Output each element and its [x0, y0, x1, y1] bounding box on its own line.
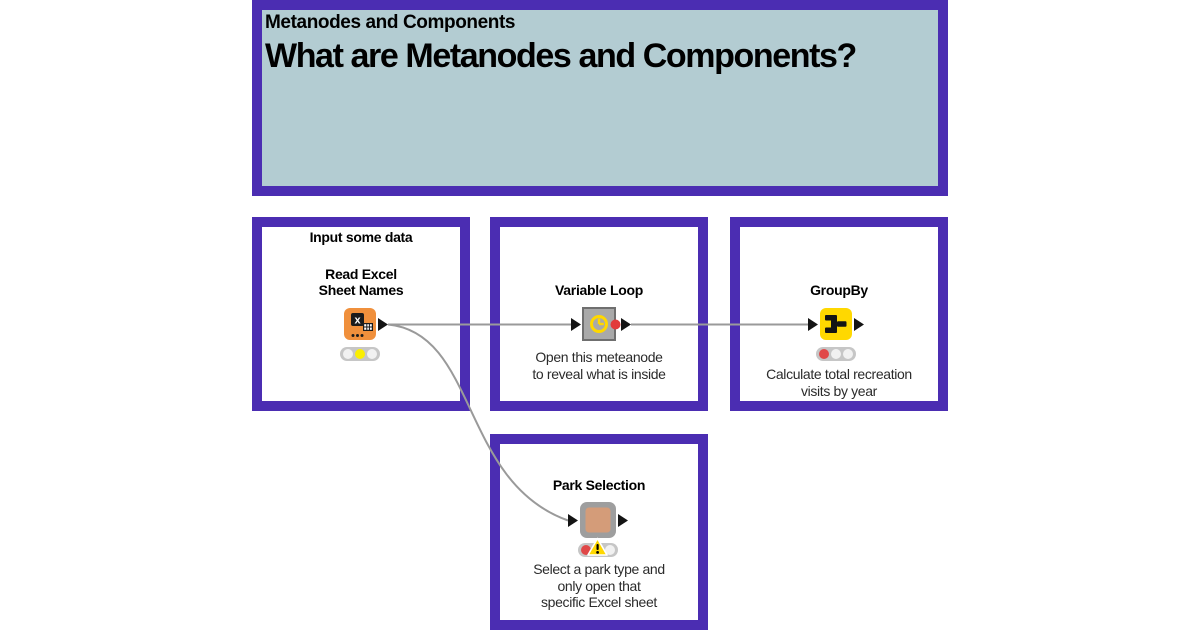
traffic-green-off	[367, 349, 377, 359]
traffic-green-off	[605, 545, 615, 555]
annotation-box-input-data[interactable]: Input some data Read Excel Sheet Names	[252, 217, 470, 411]
warning-icon	[587, 537, 608, 556]
component-icon	[585, 507, 611, 533]
output-port-triangle	[854, 318, 864, 331]
annotation-title-input: Input some data	[309, 229, 413, 245]
variable-loop-metanode[interactable]	[569, 306, 635, 342]
input-port-triangle	[808, 318, 818, 331]
spreadsheet-grid-glyph	[363, 323, 373, 331]
traffic-light-groupby	[816, 347, 856, 361]
traffic-green-off	[843, 349, 853, 359]
input-port-triangle	[568, 514, 578, 527]
caption-groupby: Calculate total recreation visits by yea…	[766, 366, 912, 399]
traffic-light-read-excel	[340, 347, 380, 361]
groupby-node[interactable]	[806, 306, 866, 342]
node-name-groupby: GroupBy	[810, 282, 868, 298]
output-port-triangle	[618, 514, 628, 527]
excel-x-glyph	[351, 313, 364, 326]
output-port-triangle	[378, 318, 388, 331]
metanode-output-port-dot	[610, 319, 621, 330]
header-kicker: Metanodes and Components	[265, 12, 516, 33]
input-port-triangle	[571, 318, 581, 331]
traffic-yellow-off	[831, 349, 841, 359]
ellipsis-dots-glyph	[351, 334, 364, 337]
caption-variable-loop: Open this meteanode to reveal what is in…	[532, 349, 666, 382]
groupby-icon	[825, 315, 847, 333]
traffic-red-on	[581, 545, 591, 555]
node-name-variable-loop: Variable Loop	[555, 282, 643, 298]
traffic-yellow-on	[355, 349, 365, 359]
header-text-block: Metanodes and Components What are Metano…	[265, 11, 935, 76]
node-name-park-selection: Park Selection	[552, 477, 646, 493]
traffic-red-on	[819, 349, 829, 359]
caption-park-selection: Select a park type and only open that sp…	[533, 561, 665, 610]
park-selection-component[interactable]	[566, 500, 632, 540]
output-port-triangle	[621, 318, 631, 331]
svg-text:x: x	[354, 315, 361, 327]
node-name-read-excel: Read Excel Sheet Names	[318, 266, 404, 298]
header-annotation-box: Metanodes and Components What are Metano…	[252, 0, 948, 196]
clock-icon	[590, 315, 608, 333]
excel-reader-node[interactable]: x	[342, 306, 396, 342]
traffic-red-off	[343, 349, 353, 359]
page-title: What are Metanodes and Components?	[265, 37, 857, 75]
